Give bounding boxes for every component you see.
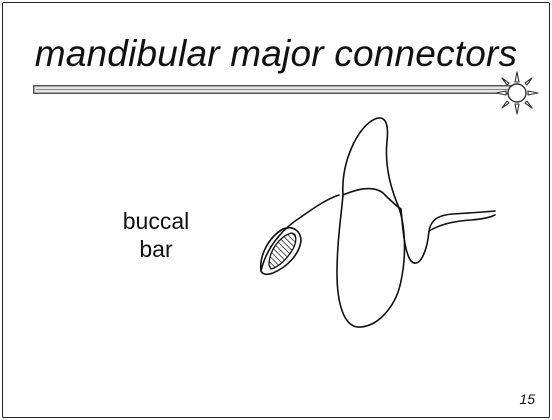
tooth-cross-section-drawing: [239, 113, 509, 343]
slide-title: mandibular major connectors: [3, 33, 549, 75]
connector-label-line: bar: [139, 236, 172, 262]
lingual-tissue-line: [401, 209, 495, 263]
title-underline-bar: [33, 85, 523, 94]
buccal-bar-section: [269, 233, 296, 269]
tooth-outline: [337, 118, 404, 327]
connector-label-line: buccal: [123, 208, 189, 234]
sun-icon: [493, 69, 541, 117]
page-number: 15: [519, 391, 535, 407]
